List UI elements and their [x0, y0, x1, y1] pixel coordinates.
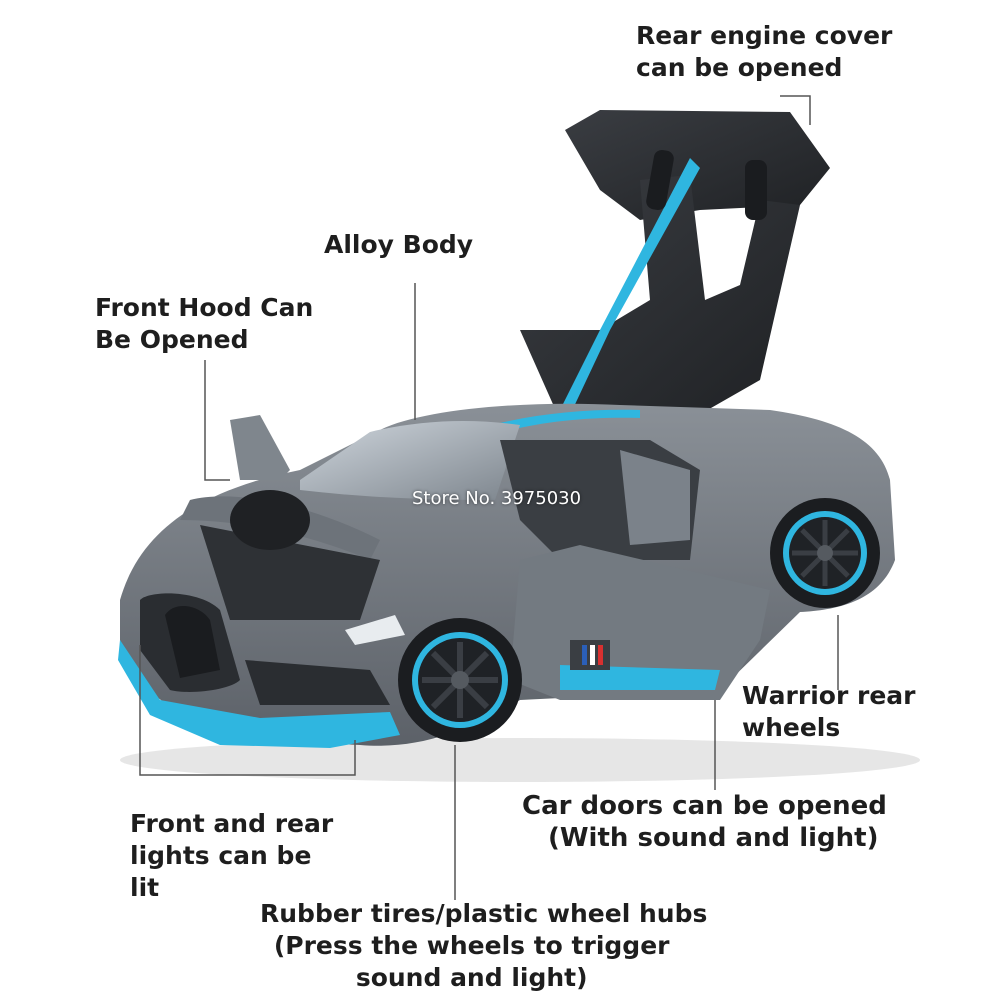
leader-lines	[139, 95, 839, 900]
label-line: Warrior rear	[742, 681, 916, 710]
label-line: Front Hood Can	[95, 293, 314, 322]
label-line: can be opened	[636, 53, 843, 82]
label-line: wheels	[742, 713, 841, 742]
ground-shadow	[120, 738, 920, 782]
rear-wheel	[770, 498, 880, 608]
label-tires: Rubber tires/plastic wheel hubs (Press t…	[260, 898, 707, 994]
label-line: sound and light)	[355, 963, 588, 992]
label-rear-wheels: Warrior rear wheels	[742, 680, 915, 744]
label-line: Front and rear	[130, 809, 334, 838]
label-line: Rear engine cover	[636, 21, 893, 50]
front-wheel	[398, 618, 522, 742]
label-rear-engine-cover: Rear engine cover can be opened	[636, 20, 892, 84]
label-line: Rubber tires/plastic wheel hubs	[260, 899, 708, 928]
label-line: Alloy Body	[324, 230, 474, 259]
label-line: lights can be	[130, 841, 312, 870]
store-watermark: Store No. 3975030	[412, 488, 582, 509]
label-line: lit	[130, 873, 160, 902]
label-line: (Press the wheels to trigger	[273, 931, 670, 960]
car-door	[510, 545, 770, 700]
label-line: (With sound and light)	[548, 823, 879, 853]
label-front-hood: Front Hood Can Be Opened	[95, 292, 313, 356]
front-hood	[180, 415, 380, 620]
label-lights: Front and rear lights can be lit	[130, 808, 333, 904]
label-car-doors: Car doors can be opened (With sound and …	[522, 790, 887, 854]
label-line: Car doors can be opened	[522, 791, 887, 821]
label-alloy-body: Alloy Body	[324, 229, 473, 261]
label-line: Be Opened	[95, 325, 249, 354]
front-fascia	[118, 593, 405, 748]
engine-cover	[520, 110, 830, 420]
